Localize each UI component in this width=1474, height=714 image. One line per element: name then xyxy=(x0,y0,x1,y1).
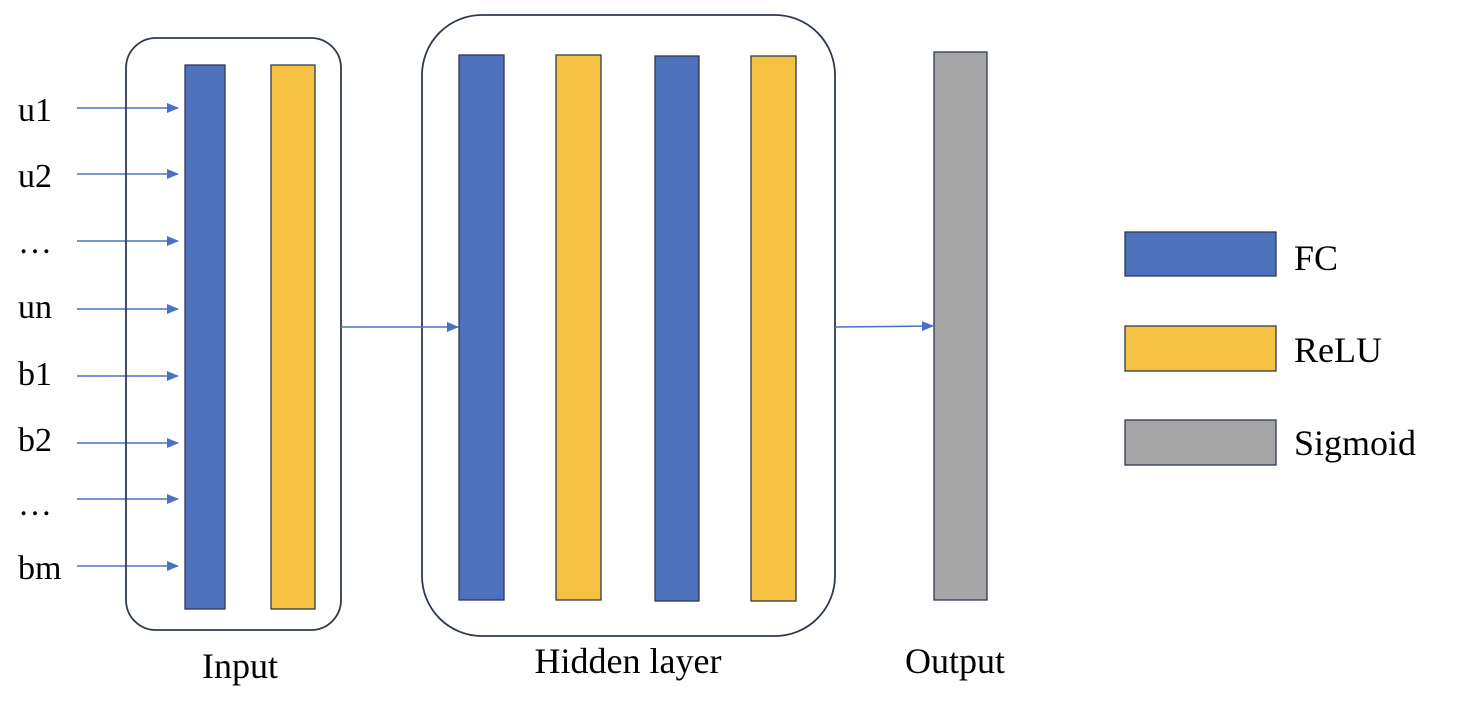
hidden-to-output-arrow xyxy=(834,321,934,332)
hidden-relu-bar xyxy=(750,55,797,602)
legend-swatch-relu xyxy=(1124,325,1277,372)
hidden-fc-bar xyxy=(654,55,700,602)
input-labels: u1 u2 … un b1 b2 … bm xyxy=(18,92,61,587)
legend-label-sigmoid: Sigmoid xyxy=(1294,423,1416,463)
input-label: un xyxy=(18,289,52,326)
input-label: bm xyxy=(18,550,61,587)
input-label: … xyxy=(18,224,52,261)
legend-swatch-sigmoid xyxy=(1124,419,1277,466)
input-arrows xyxy=(77,103,179,571)
input-label: u1 xyxy=(18,92,52,129)
input-label: … xyxy=(18,486,52,523)
input-fc-bar xyxy=(184,64,226,610)
legend-label-relu: ReLU xyxy=(1294,330,1382,370)
input-group-box xyxy=(125,37,342,631)
legend-label-fc: FC xyxy=(1294,238,1338,278)
hidden-group-label: Hidden layer xyxy=(535,641,722,681)
hidden-relu-bar xyxy=(555,54,602,601)
legend-swatch-fc xyxy=(1124,231,1277,277)
input-relu-bar xyxy=(270,64,316,610)
hidden-layer xyxy=(458,54,797,602)
hidden-group-box xyxy=(421,14,836,637)
hidden-fc-bar xyxy=(458,54,505,601)
output-sigmoid-bar xyxy=(933,51,988,601)
legend: FC ReLU Sigmoid xyxy=(1124,231,1416,466)
input-label: b1 xyxy=(18,356,52,393)
input-layer xyxy=(184,64,316,610)
input-label: b2 xyxy=(18,422,52,459)
input-group-label: Input xyxy=(202,646,278,686)
output-group-label: Output xyxy=(905,641,1005,681)
input-label: u2 xyxy=(18,158,52,195)
